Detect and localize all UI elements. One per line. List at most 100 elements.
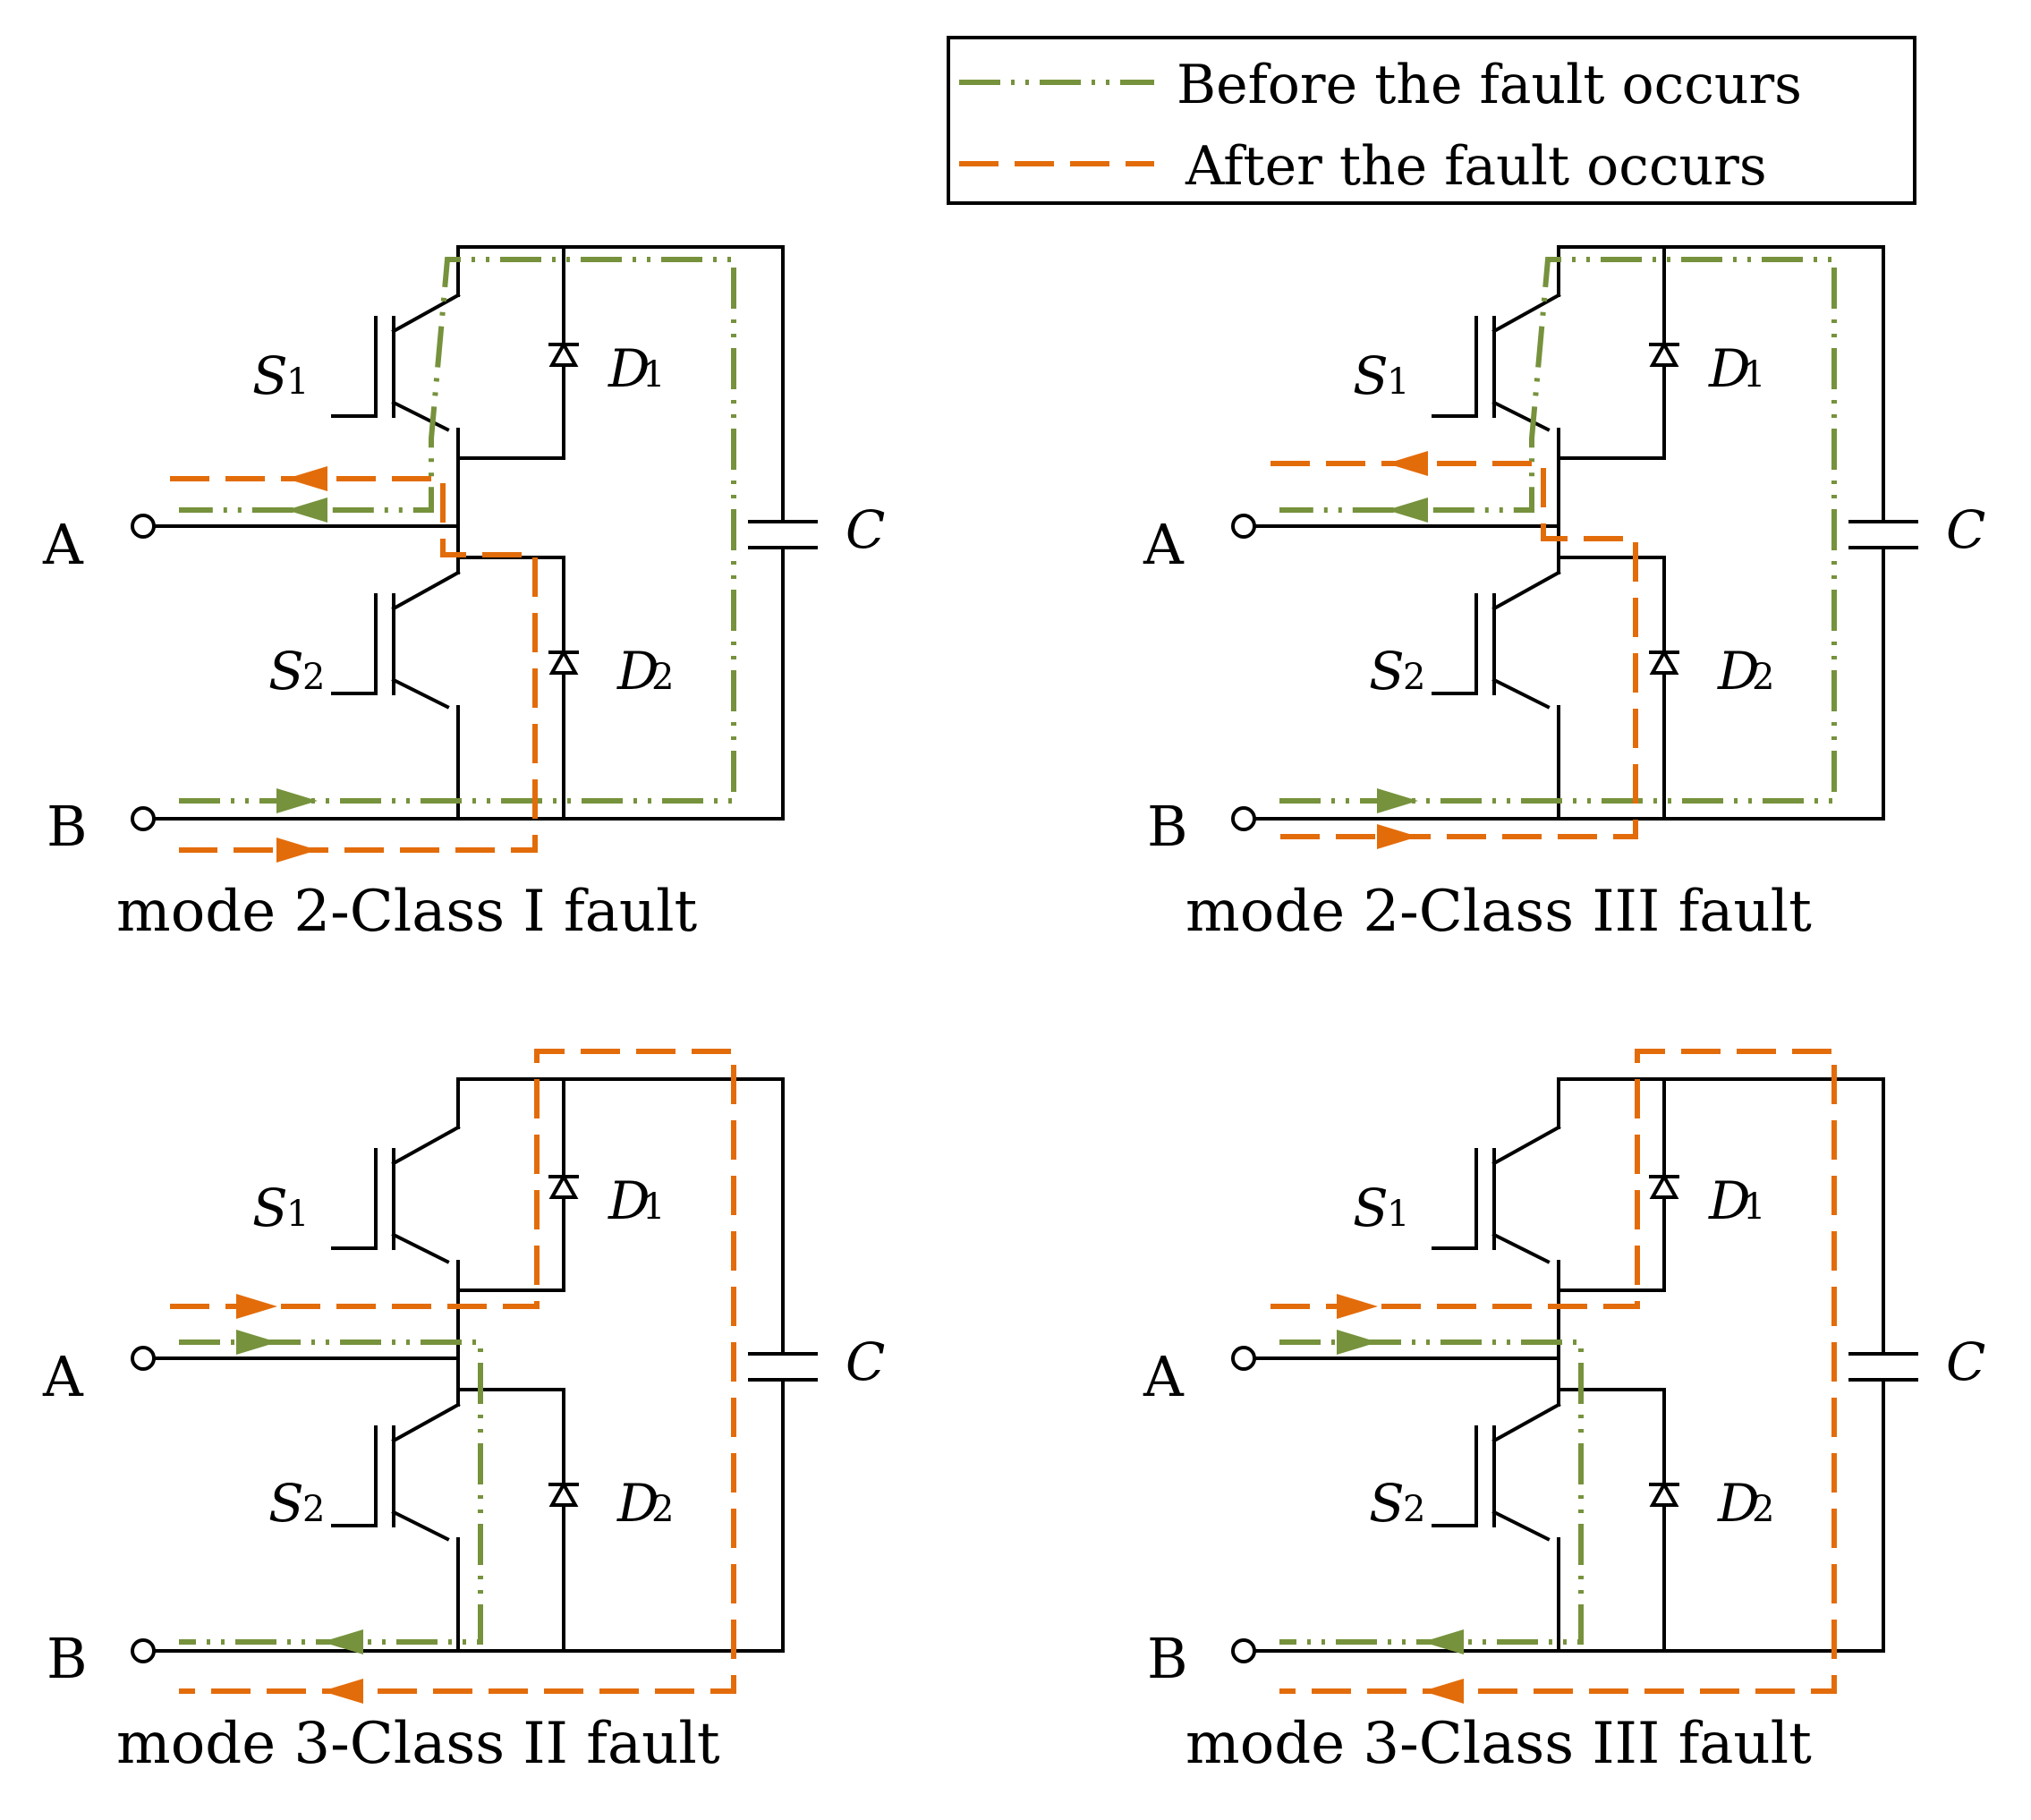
s1-label-subscript: 1 [286,1194,309,1235]
s1-collector-lead [1491,1125,1561,1166]
terminal-b-node [1231,806,1256,831]
legend-after-label: After the fault occurs [1185,135,1767,198]
legend-box [947,36,1916,205]
s2-collector-lead [391,1402,461,1443]
after-path-arrow-a [1337,1294,1378,1319]
d1-label-subscript: 1 [1743,354,1765,395]
d1-diode-symbol [1649,340,1679,367]
d2-label-subscript: 2 [651,657,674,698]
s1-collector-lead [391,293,461,334]
d2-diode-symbol [1649,1480,1679,1507]
d1-branch-wire [456,1077,565,1292]
bottom-rail-wire-right [456,1421,785,1653]
s1-label-letter: S [1353,345,1389,406]
d1-label-subscript: 1 [642,1186,665,1228]
panel-caption: mode 3-Class II fault [116,1711,720,1777]
s1-label-subscript: 1 [1387,1194,1409,1235]
s2-label-subscript: 2 [302,1489,325,1530]
d2-label: D2 [1717,641,1774,702]
s2-emitter-lead [1491,677,1551,710]
panel-caption: mode 3-Class III fault [1185,1711,1812,1777]
after-path-arrow-a [236,1294,277,1319]
terminal-a-node [1231,1346,1256,1371]
d2-label-subscript: 2 [1752,1489,1774,1530]
s2-collector-lead [391,570,461,611]
before-path-arrow-b [276,788,318,813]
after-path-arrow-a [1387,451,1428,476]
before-path-arrow-a [1387,498,1428,523]
d1-branch-wire [1557,1077,1666,1292]
s2-label: S2 [1369,641,1425,702]
s2-emitter-lead [1491,1510,1551,1542]
d2-label-letter: D [616,641,659,702]
d1-branch-wire [1557,245,1666,460]
s2-label-letter: S [268,1473,304,1534]
d1-label-subscript: 1 [1743,1186,1765,1228]
d2-branch-wire [1557,1388,1666,1653]
s1-label-letter: S [252,345,288,406]
s2-label-letter: S [268,641,304,702]
d2-branch-wire [456,1388,565,1653]
s2-emitter-lead [391,677,450,710]
s2-label: S2 [268,1473,325,1534]
d2-label: D2 [616,1473,674,1534]
after-path-arrow-a [286,466,327,491]
bottom-rail-wire-right [456,589,785,821]
d1-label: D1 [1708,1170,1765,1231]
after-fault-path [170,476,538,853]
d1-label-letter: D [1708,338,1751,399]
terminal-a-label: A [42,1344,84,1409]
before-fault-path [179,1339,483,1645]
s2-label: S2 [268,641,325,702]
terminal-b-label: B [47,1626,88,1691]
before-fault-path [1279,1339,1584,1645]
s1-emitter-lead [1491,400,1551,432]
legend-before-label: Before the fault occurs [1177,54,1802,116]
capacitor-label: C [846,1331,885,1392]
bottom-rail-wire-right [1557,1421,1885,1653]
s2-collector-lead [1491,570,1561,611]
after-path-arrow-b [276,838,318,863]
d2-label-letter: D [1717,641,1760,702]
d1-label: D1 [608,338,665,399]
terminal-a-label: A [42,512,84,577]
s2-label-subscript: 2 [1403,1489,1425,1530]
panel-caption: mode 2-Class III fault [1185,879,1812,945]
after-path-arrow-b [1377,824,1418,849]
terminal-a-node [131,514,156,539]
d2-branch-wire [1557,556,1666,821]
s1-label: S1 [1353,345,1409,406]
d2-label-subscript: 2 [651,1489,674,1530]
d2-label-letter: D [616,1473,659,1534]
terminal-b-label: B [47,794,88,859]
before-path-arrow-a [1337,1330,1378,1355]
after-fault-path [170,1049,736,1694]
d1-label: D1 [608,1170,665,1231]
terminal-b-node [131,806,156,831]
top-rail-wire [1557,245,1885,476]
s2-label-letter: S [1369,641,1405,702]
s1-label-subscript: 1 [286,361,309,403]
d1-branch-wire [456,245,565,460]
s2-emitter-lead [391,1510,450,1542]
before-fault-path [179,257,736,804]
terminal-b-node [131,1638,156,1663]
before-fault-path [1279,257,1837,804]
d2-branch-wire [456,556,565,821]
d1-label-subscript: 1 [642,354,665,395]
s2-label-subscript: 2 [302,657,325,698]
s1-emitter-lead [391,1232,450,1264]
top-rail-wire [456,245,785,476]
capacitor-label: C [1946,499,1985,560]
s1-label: S1 [252,345,309,406]
d1-diode-symbol [548,340,579,367]
capacitor-label: C [1946,1331,1985,1392]
s2-label-letter: S [1369,1473,1405,1534]
before-path-arrow-a [286,498,327,523]
s1-label-subscript: 1 [1387,361,1409,403]
d1-diode-symbol [1649,1172,1679,1199]
